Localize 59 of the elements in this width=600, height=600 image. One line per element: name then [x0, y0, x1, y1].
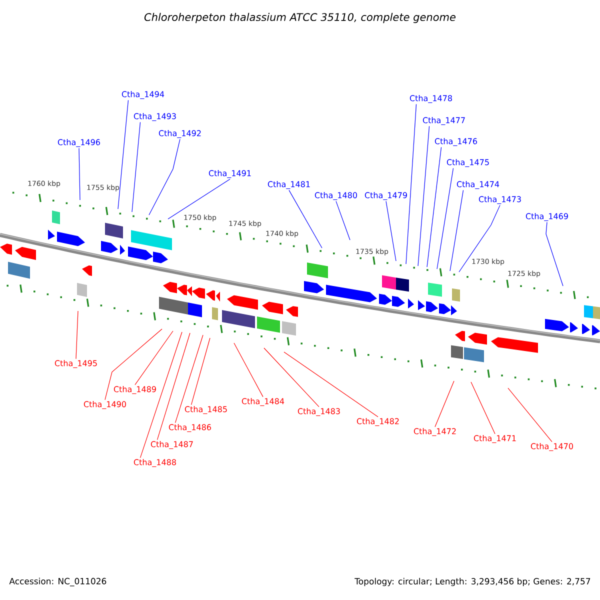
leader-line: [434, 380, 454, 428]
gene-label: Ctha_1469: [526, 213, 568, 221]
leader-line: [418, 126, 430, 266]
leader-line: [458, 204, 500, 272]
leader-line: [132, 122, 141, 212]
gene-label: Ctha_1470: [530, 443, 573, 451]
leader-line: [508, 388, 552, 442]
gene-label: Ctha_1479: [364, 192, 407, 200]
leader-line: [134, 330, 174, 386]
gene-label: Ctha_1482: [356, 418, 399, 426]
gene-label: Ctha_1480: [314, 192, 357, 200]
genome-summary: Topology: circular; Length: 3,293,456 bp; Genes: 2,757: [354, 578, 590, 586]
gene-label: Ctha_1476: [434, 138, 478, 146]
gene-label: Ctha_1493: [134, 113, 176, 121]
gene-label: Ctha_1487: [150, 441, 193, 449]
title: Chloroherpeton thalassium ATCC 35110, complete genome: [144, 12, 456, 24]
leader-line: [470, 382, 496, 434]
gene-label: Ctha_1484: [242, 398, 284, 406]
leader-line: [406, 104, 417, 264]
leader-line: [284, 352, 378, 418]
leader-line: [336, 200, 350, 240]
leader-line: [78, 148, 80, 200]
leader-line: [426, 146, 442, 268]
accession-text: Accession: NC_011026: [9, 578, 106, 586]
leader-line: [156, 332, 190, 440]
leader-line: [546, 222, 564, 286]
leader-line: [386, 200, 396, 262]
leader-line: [174, 334, 204, 424]
leader-line: [118, 100, 129, 210]
leader-line: [264, 348, 320, 408]
leader-line: [190, 338, 210, 406]
gene-label: Ctha_1474: [456, 181, 500, 189]
leader-line: [104, 328, 162, 400]
gene-label: Ctha_1481: [268, 181, 310, 189]
gene-label: Ctha_1471: [474, 435, 516, 443]
gene-label: Ctha_1478: [410, 95, 452, 103]
gene-label: Ctha_1486: [168, 424, 212, 432]
gene-label: Ctha_1485: [184, 406, 227, 414]
gene-label: Ctha_1495: [54, 360, 97, 368]
leader-line: [288, 190, 322, 248]
leader-line: [436, 168, 454, 270]
gene-label: Ctha_1491: [208, 170, 251, 178]
gene-label: Ctha_1472: [414, 428, 456, 436]
gene-label: Ctha_1496: [58, 139, 100, 147]
gene-label: Ctha_1477: [422, 117, 465, 125]
leader-line: [140, 332, 182, 458]
gene-label: Ctha_1490: [84, 401, 126, 409]
leader-line: [76, 310, 78, 360]
gene-label: Ctha_1483: [298, 408, 340, 416]
leader-line: [148, 138, 180, 216]
gene-label: Ctha_1492: [158, 130, 201, 138]
gene-label: Ctha_1475: [446, 159, 489, 167]
gene-label: Ctha_1488: [134, 459, 176, 467]
leader-line: [234, 342, 264, 398]
gene-label: Ctha_1489: [114, 386, 156, 394]
leader-line: [450, 190, 464, 272]
leader-line: [168, 178, 230, 220]
gene-label: Ctha_1473: [478, 196, 521, 204]
gene-label: Ctha_1494: [122, 91, 164, 99]
